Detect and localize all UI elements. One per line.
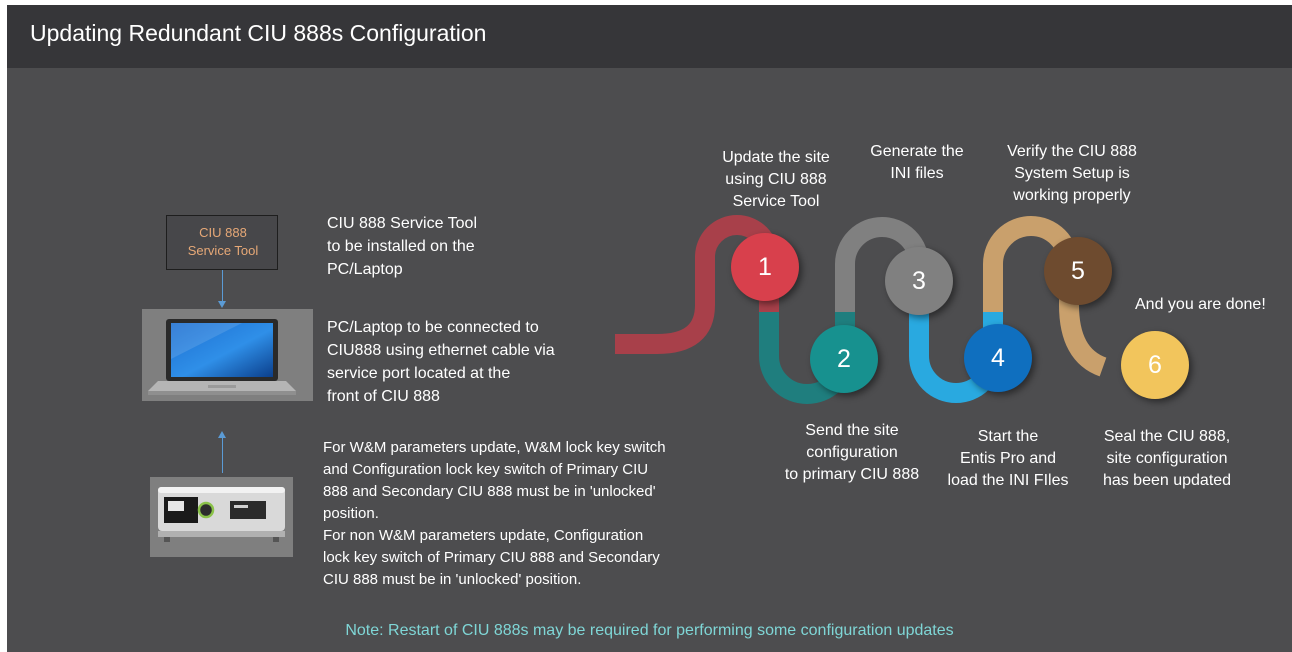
install-instruction: CIU 888 Service Tool to be installed on … bbox=[327, 215, 477, 278]
step-label-3: Generate the INI files bbox=[870, 143, 964, 182]
arrow-tool-to-laptop bbox=[222, 270, 223, 302]
arrow-device-to-laptop bbox=[222, 438, 223, 473]
step-number: 2 bbox=[837, 345, 851, 373]
step-circle-2: 2 bbox=[810, 325, 878, 393]
lock-instruction: For W&M parameters update, W&M lock key … bbox=[323, 439, 666, 588]
step-label-4: Start the Entis Pro and load the INI FIl… bbox=[947, 428, 1069, 489]
ciu888-device-image bbox=[150, 477, 293, 557]
step-circle-3: 3 bbox=[885, 247, 953, 315]
arrow-down-head bbox=[218, 301, 226, 308]
step-circle-6: 6 bbox=[1121, 331, 1189, 399]
laptop-image bbox=[142, 309, 313, 401]
service-tool-box: CIU 888 Service Tool bbox=[166, 215, 278, 270]
ciu888-device-icon bbox=[158, 487, 285, 542]
step-circle-4: 4 bbox=[964, 324, 1032, 392]
track-segment-5 bbox=[983, 216, 1107, 377]
step-number: 1 bbox=[758, 253, 772, 281]
step-number: 3 bbox=[912, 267, 926, 295]
step-label-6: Seal the CIU 888, site configuration has… bbox=[1102, 428, 1232, 489]
slide: Updating Redundant CIU 888s Configuratio… bbox=[7, 5, 1292, 652]
step-label-5: Verify the CIU 888 System Setup is worki… bbox=[1007, 143, 1137, 204]
step-label-1: Update the site using CIU 888 Service To… bbox=[722, 149, 830, 210]
step-number: 5 bbox=[1071, 257, 1085, 285]
page-title: Updating Redundant CIU 888s Configuratio… bbox=[30, 20, 487, 46]
step-number: 6 bbox=[1148, 351, 1162, 379]
restart-note: Note: Restart of CIU 888s may be require… bbox=[345, 622, 954, 639]
laptop-icon bbox=[148, 319, 296, 395]
process-track bbox=[615, 215, 1107, 404]
step-circle-1: 1 bbox=[731, 233, 799, 301]
service-tool-label: CIU 888 Service Tool bbox=[187, 225, 259, 258]
step-number: 4 bbox=[991, 344, 1005, 372]
step-circle-5: 5 bbox=[1044, 237, 1112, 305]
arrow-up-head bbox=[218, 431, 226, 438]
step-label-2: Send the site configuration to primary C… bbox=[784, 422, 920, 483]
connect-instruction: PC/Laptop to be connected to CIU888 usin… bbox=[327, 319, 555, 405]
done-label: And you are done! bbox=[1135, 296, 1266, 313]
title-bar: Updating Redundant CIU 888s Configuratio… bbox=[7, 5, 1292, 68]
